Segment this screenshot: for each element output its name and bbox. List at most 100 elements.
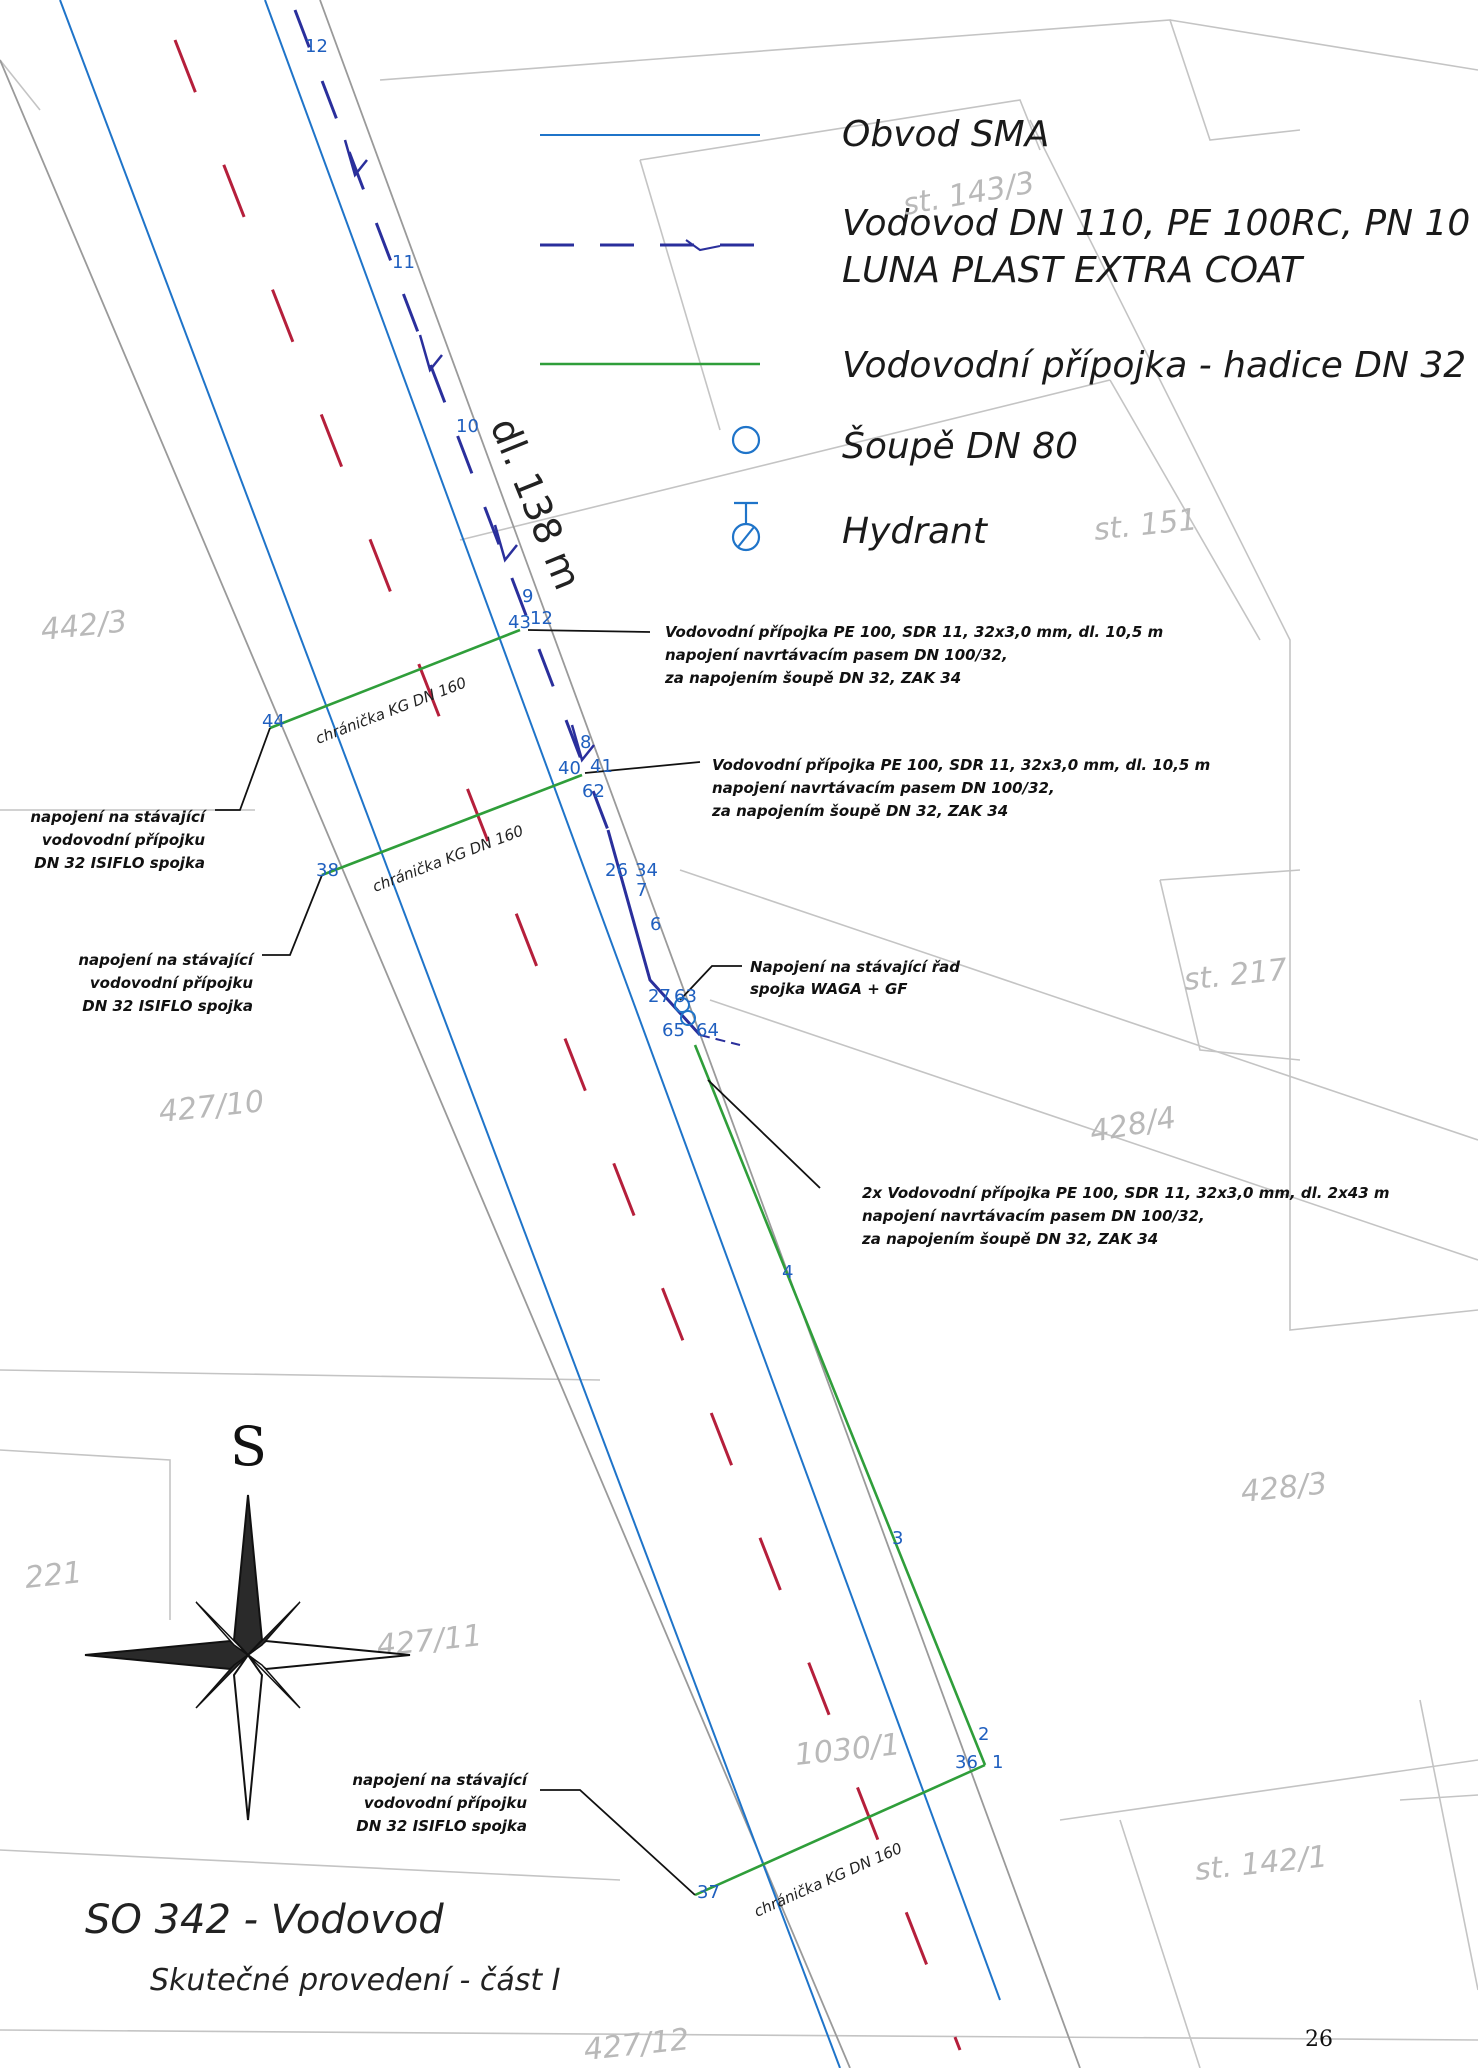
note-line: DN 32 ISIFLO spojka	[82, 997, 253, 1015]
note-line: DN 32 ISIFLO spojka	[356, 1817, 527, 1835]
parcel-label: 221	[23, 1555, 84, 1596]
point-label: 10	[456, 416, 479, 437]
point-label: 12	[530, 608, 553, 629]
sleeve-label: chránička KG DN 160	[313, 674, 469, 748]
note-line: napojení navrtávacím pasem DN 100/32,	[712, 779, 1055, 797]
point-label: 62	[582, 781, 605, 802]
point-label: 65	[662, 1020, 685, 1041]
point-label: 63	[674, 986, 697, 1007]
note-connection-2: Vodovodní přípojka PE 100, SDR 11, 32x3,…	[711, 756, 1210, 820]
note-line: za napojením šoupě DN 32, ZAK 34	[861, 1230, 1158, 1248]
legend-main-label-2: LUNA PLAST EXTRA COAT	[842, 250, 1305, 291]
note-line: napojení na stávající	[352, 1771, 530, 1789]
legend-hydrant-label: Hydrant	[842, 511, 989, 552]
point-label: 6	[650, 914, 661, 935]
sleeve-label: chránička KG DN 160	[751, 1839, 905, 1921]
compass-letter: S	[230, 1415, 267, 1478]
water-main-arrows	[343, 139, 595, 763]
note-line: vodovodní přípojku	[364, 1794, 527, 1812]
point-label: 7	[636, 880, 647, 901]
drawing-subtitle: Skutečné provedení - část I	[150, 1963, 561, 1998]
connection-lines	[269, 628, 987, 1897]
point-label: 41	[590, 756, 613, 777]
point-label: 37	[697, 1882, 720, 1903]
sleeve-label: chránička KG DN 160	[370, 822, 526, 896]
parcel-label: st. 217	[1182, 952, 1289, 998]
parcel-label: st. 151	[1092, 502, 1199, 548]
parcel-label: st. 142/1	[1193, 1839, 1329, 1888]
point-label: 40	[558, 758, 581, 779]
note-line: napojení navrtávacím pasem DN 100/32,	[862, 1207, 1205, 1225]
compass-diag-nw	[195, 1601, 249, 1656]
compass-diag-ne	[247, 1601, 301, 1656]
note-line: Vodovodní přípojka PE 100, SDR 11, 32x3,…	[712, 756, 1210, 774]
legend-sma-label: Obvod SMA	[842, 114, 1049, 155]
note-existing-1: napojení na stávající vodovodní přípojku…	[30, 808, 208, 872]
note-existing-3: napojení na stávající vodovodní přípojku…	[352, 1771, 530, 1835]
point-label: 11	[392, 252, 415, 273]
note-line: vodovodní přípojku	[42, 831, 205, 849]
legend: Obvod SMA Vodovod DN 110, PE 100RC, PN 1…	[540, 114, 1470, 552]
legend-main-arrow	[685, 239, 721, 252]
parcel-boundaries	[0, 19, 1478, 2068]
parcel-label: 1030/1	[793, 1727, 902, 1773]
note-line: Vodovodní přípojka PE 100, SDR 11, 32x3,…	[665, 623, 1163, 641]
parcel-label: 442/3	[39, 604, 129, 648]
sma-boundary-lines	[59, 0, 1001, 2068]
legend-main-label: Vodovod DN 110, PE 100RC, PN 10	[842, 203, 1470, 244]
point-label: 36	[955, 1752, 978, 1773]
water-main-line	[293, 9, 702, 1037]
note-connection-3: 2x Vodovodní přípojka PE 100, SDR 11, 32…	[861, 1184, 1390, 1248]
compass-rose: S	[84, 1415, 411, 1821]
valve-icon	[680, 1010, 696, 1026]
note-line: za napojením šoupě DN 32, ZAK 34	[711, 802, 1008, 820]
water-main-stub	[699, 1034, 741, 1046]
point-label: 8	[580, 732, 591, 753]
note-line: DN 32 ISIFLO spojka	[34, 854, 205, 872]
distance-label: dl. 138 m	[482, 412, 590, 596]
legend-valve-label: Šoupě DN 80	[842, 425, 1078, 467]
point-label: 12	[305, 36, 328, 57]
compass-arm-south	[232, 1653, 264, 1821]
leader-lines	[215, 629, 821, 1896]
road-centerline	[173, 39, 962, 2051]
compass-arm-west	[84, 1639, 250, 1671]
point-label: 27	[648, 986, 671, 1007]
page-number: 26	[1305, 2027, 1333, 2052]
point-label: 3	[892, 1528, 903, 1549]
note-line: Napojení na stávající řad	[750, 958, 960, 976]
road-edges	[0, 0, 1081, 2068]
note-existing-2: napojení na stávající vodovodní přípojku…	[78, 951, 256, 1015]
parcel-label: 427/10	[157, 1084, 266, 1130]
note-main-joint: Napojení na stávající řad spojka WAGA + …	[750, 958, 960, 998]
parcel-label: 427/12	[582, 2022, 691, 2068]
note-line: napojení na stávající	[78, 951, 256, 969]
point-label: 64	[696, 1020, 719, 1041]
point-label: 43	[508, 612, 531, 633]
legend-hydrant-icon	[731, 501, 761, 552]
hydrant-icon	[674, 997, 690, 1013]
note-line: 2x Vodovodní přípojka PE 100, SDR 11, 32…	[862, 1184, 1390, 1202]
point-label: 38	[316, 860, 339, 881]
point-label: 44	[262, 711, 285, 732]
parcel-label: 428/4	[1087, 1100, 1178, 1149]
point-labels: 12 11 10 9 43 12 44 8 40 41 62 38 26 34 …	[262, 36, 1003, 1903]
note-line: za napojením šoupě DN 32, ZAK 34	[664, 669, 961, 687]
point-label: 26	[605, 860, 628, 881]
legend-connection-label: Vodovodní přípojka - hadice DN 32	[842, 345, 1466, 386]
drawing-title: SO 342 - Vodovod	[85, 1897, 444, 1943]
note-connection-1: Vodovodní přípojka PE 100, SDR 11, 32x3,…	[664, 623, 1163, 687]
note-line: spojka WAGA + GF	[750, 980, 908, 998]
legend-valve-icon	[731, 425, 761, 455]
compass-diag-se	[247, 1654, 301, 1709]
compass-arm-north	[232, 1494, 264, 1657]
point-label: 9	[522, 586, 533, 607]
point-label: 4	[782, 1262, 793, 1283]
point-label: 34	[635, 860, 658, 881]
note-line: napojení navrtávacím pasem DN 100/32,	[665, 646, 1008, 664]
parcel-label: 428/3	[1239, 1466, 1329, 1510]
note-line: vodovodní přípojku	[90, 974, 253, 992]
note-line: napojení na stávající	[30, 808, 208, 826]
compass-diag-sw	[195, 1654, 249, 1709]
